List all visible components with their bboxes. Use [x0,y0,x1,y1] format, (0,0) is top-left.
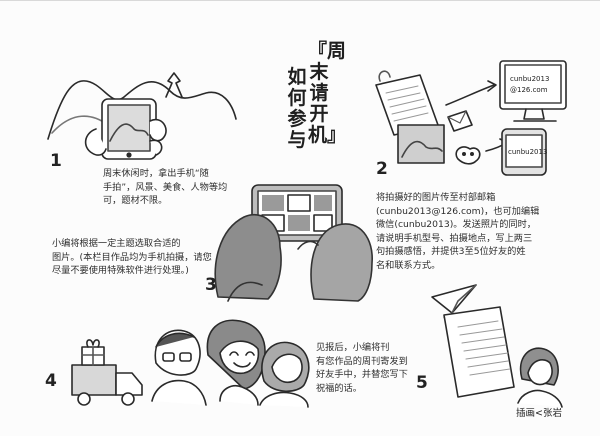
step3-illustration [214,184,373,302]
step-3-text: 小编将根据一定主题选取合适的 图片。(本栏目作品均为手机拍摄，请您 尽量不要使用… [52,238,212,277]
monitor-line1: cunbu2013 [510,75,549,83]
step2-illustration: cunbu2013 @126.com cunbu2013 [375,60,567,176]
title-left-column: 如何参与 [287,66,307,151]
monitor-line2: @126.com [510,86,548,94]
step-number-3: 3 [205,275,217,295]
phone-screen-label: cunbu2013 [508,148,547,156]
step-number-1: 1 [50,151,62,171]
step-number-5: 5 [416,373,428,393]
illustrator-credit: 插画<张岩 [516,408,562,419]
step-number-4: 4 [45,371,57,391]
step4-illustration [71,319,310,408]
title-right-column: 『周末请开机』 [308,40,347,146]
step-4-text: 见报后，小编将刊 有您作品的周刊寄发到 好友手中，并替您写下 祝福的话。 [316,342,408,394]
step-2-text: 将拍摄好的图片传至村部邮箱 (cunbu2013@126.com)，也可加编辑 … [376,192,540,271]
step-number-2: 2 [376,159,388,179]
step1-illustration [47,72,237,160]
step5-illustration [431,284,563,408]
step-1-text: 周末休闲时，拿出手机“随 手拍”，风景、美食、人物等均 可，题材不限。 [103,168,228,207]
